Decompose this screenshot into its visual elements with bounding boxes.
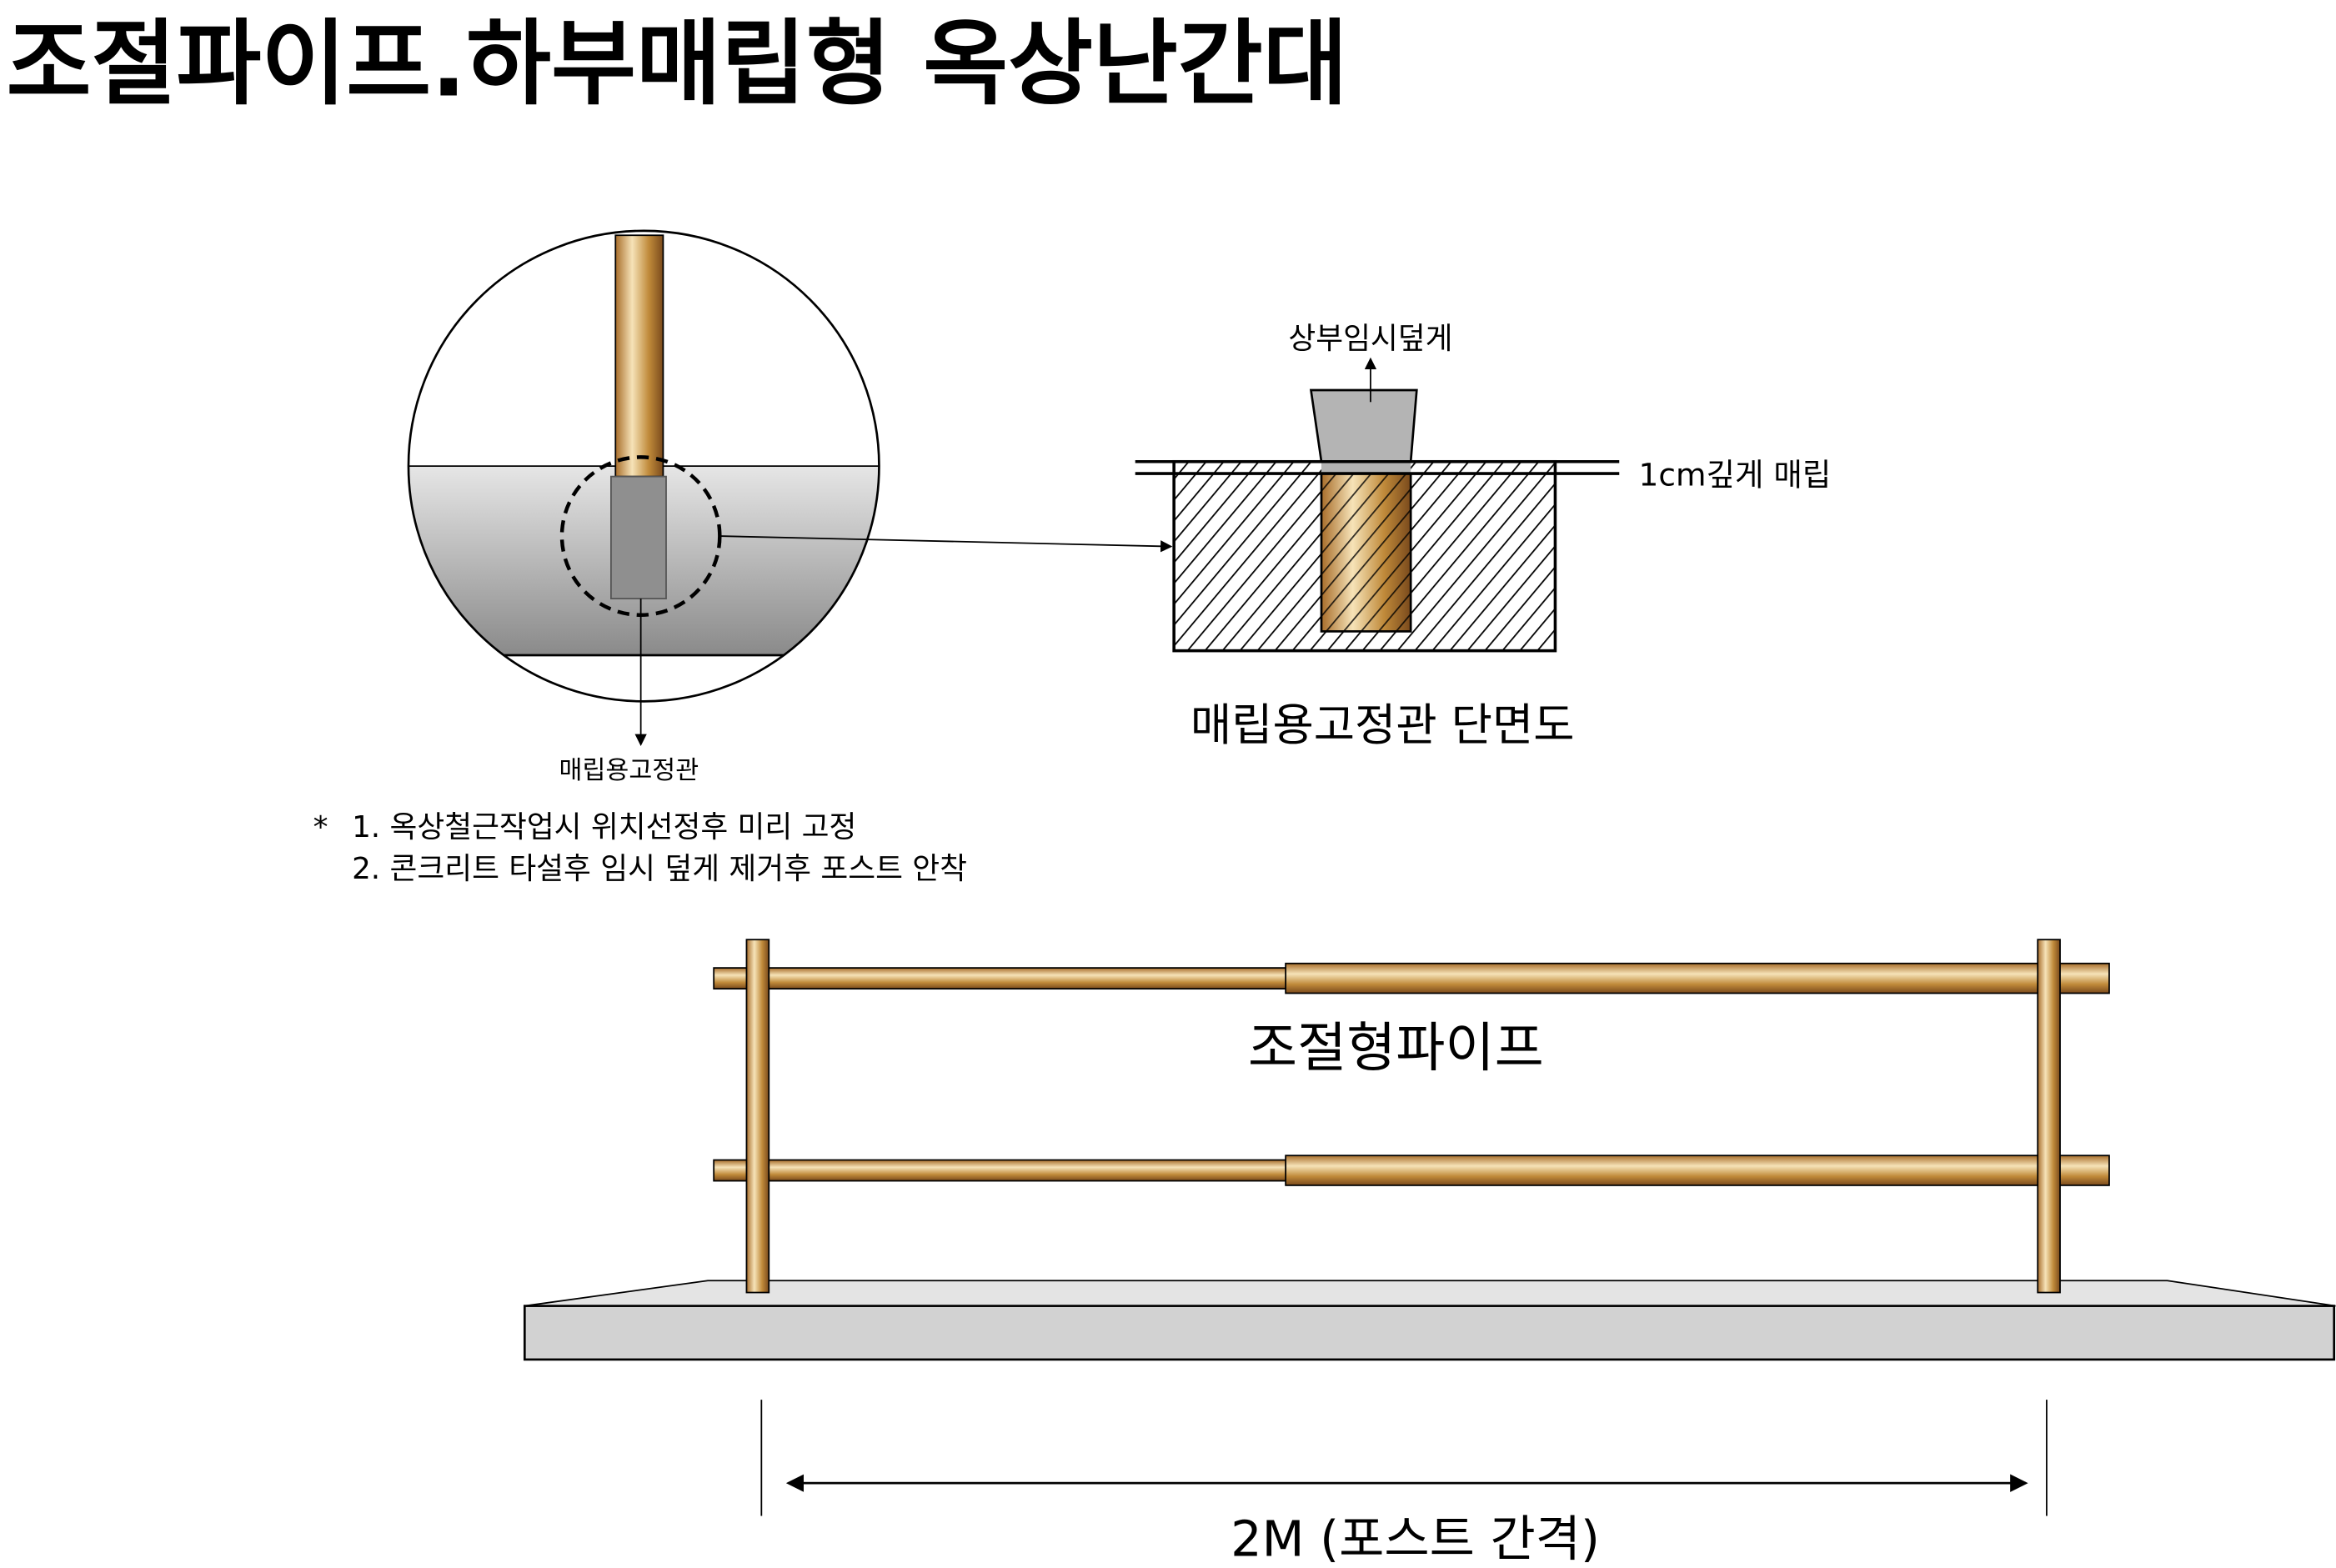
embedded-pipe-label: 매립용고정관 [559,756,699,785]
slab [523,1305,2336,1361]
post-right [2037,939,2061,1294]
cross-section [1135,357,1620,653]
post-left [745,939,770,1294]
detail-circle [407,229,1173,746]
slab-top [524,1280,2336,1307]
bottom-rail-outer [1285,1155,2110,1186]
embedded-sleeve [610,475,667,599]
top-rail-inner [713,967,1290,990]
spacing-label: 2M (포스트 간격) [1231,1510,1600,1568]
post-pipe [614,234,664,478]
bottom-rail-inner [713,1159,1290,1182]
railing [523,939,2336,1516]
temporary-cap [1309,388,1418,463]
section-title: 매립용고정관 단면도 [1191,699,1575,751]
cap-label: 상부임시덮게 [1288,322,1452,356]
notes-bullet: * [313,810,328,844]
pipe-label: 조절형파이프 [1248,1017,1544,1080]
note-2: 2. 콘크리트 타설후 임시 덮게 제거후 포스트 안착 [352,852,967,886]
note-1: 1. 옥상철근작업시 위치선정후 미리 고정 [352,810,856,844]
depth-label: 1cm깊게 매립 [1638,456,1831,493]
page-title: 조절파이프.하부매립형 옥상난간대 [7,10,1348,118]
top-rail-outer [1285,962,2110,994]
